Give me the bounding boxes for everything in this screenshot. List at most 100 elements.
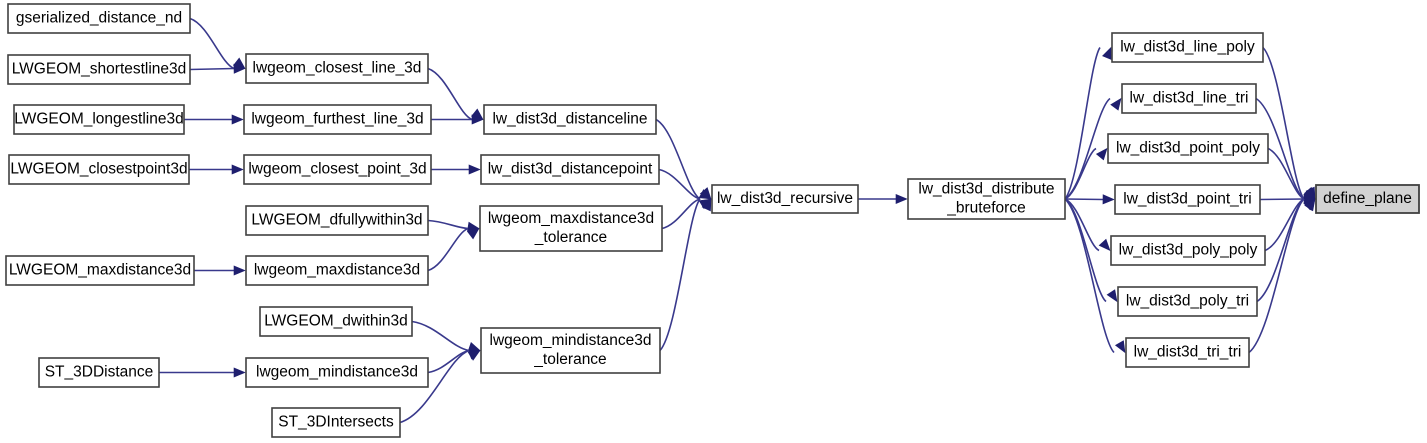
edge-lwgeom_closest_line_3d--lw_dist3d_distanceline <box>427 67 484 121</box>
edge-lwgeom_closest_point_3d--lw_dist3d_distancepoint <box>431 164 481 175</box>
node-lwgeom_furthest_line_3d[interactable]: lwgeom_furthest_line_3d <box>243 104 432 135</box>
node-box <box>711 184 859 214</box>
node-box <box>38 357 160 388</box>
node-label: LWGEOM_dwithin3d <box>264 313 408 330</box>
node-box <box>259 306 413 337</box>
node-lwgeom_closest_line_3d[interactable]: lwgeom_closest_line_3d <box>245 53 429 84</box>
node-lw_dist3d_distribute_bruteforce[interactable]: lw_dist3d_distribute _bruteforce <box>907 178 1066 220</box>
arrow-head-icon <box>698 189 712 200</box>
node-label: lwgeom_furthest_line_3d <box>251 111 423 128</box>
node-box <box>243 104 432 135</box>
edge-line <box>411 320 470 352</box>
node-box <box>271 407 401 438</box>
node-box <box>245 255 429 286</box>
node-box <box>1114 184 1261 215</box>
node-label: LWGEOM_longestline3d <box>14 111 183 128</box>
node-box <box>1111 32 1264 63</box>
node-label: lwgeom_closest_line_3d <box>253 60 422 77</box>
node-label: lw_dist3d_recursive <box>717 190 853 207</box>
edge-line <box>1267 147 1305 200</box>
node-lw_dist3d_line_tri[interactable]: lw_dist3d_line_tri <box>1121 83 1257 114</box>
edge-line <box>659 198 701 352</box>
node-lw_dist3d_distanceline[interactable]: lw_dist3d_distanceline <box>483 104 657 135</box>
arrow-head-icon <box>467 342 481 352</box>
node-label: ST_3DDistance <box>45 364 154 381</box>
node-gserialized_distance_nd[interactable]: gserialized_distance_nd <box>7 3 191 34</box>
node-lw_dist3d_point_poly[interactable]: lw_dist3d_point_poly <box>1107 133 1269 164</box>
node-label: LWGEOM_maxdistance3d <box>9 262 191 279</box>
node-LWGEOM_maxdistance3d[interactable]: LWGEOM_maxdistance3d <box>5 255 195 286</box>
node-lw_dist3d_point_tri[interactable]: lw_dist3d_point_tri <box>1114 184 1261 215</box>
arrow-head-icon <box>233 63 246 74</box>
arrow-head-icon <box>471 114 484 125</box>
node-label: lwgeom_maxdistance3d <box>488 210 654 227</box>
edge-ST_3DDistance--lwgeom_mindistance3d <box>159 367 246 378</box>
node-lw_dist3d_tri_tri[interactable]: lw_dist3d_tri_tri <box>1125 337 1250 368</box>
node-LWGEOM_longestline3d[interactable]: LWGEOM_longestline3d <box>13 104 185 135</box>
node-lwgeom_mindistance3d[interactable]: lwgeom_mindistance3d <box>245 357 429 388</box>
node-box <box>1110 235 1266 266</box>
node-lw_dist3d_line_poly[interactable]: lw_dist3d_line_poly <box>1111 32 1264 63</box>
edge-lwgeom_mindistance3d_tolerance--lw_dist3d_recursive <box>659 198 712 352</box>
node-box <box>245 205 429 236</box>
arrow-head-icon <box>1102 46 1112 60</box>
edge-LWGEOM_closestpoint3d--lwgeom_closest_point_3d <box>189 164 244 175</box>
arrow-head-icon <box>1114 340 1126 354</box>
node-label: _tolerance <box>534 229 607 246</box>
node-label: LWGEOM_closestpoint3d <box>10 161 187 178</box>
edge-lw_dist3d_distancepoint--lw_dist3d_recursive <box>658 168 712 200</box>
node-ST_3DIntersects[interactable]: ST_3DIntersects <box>271 407 401 438</box>
node-label: lw_dist3d_poly_tri <box>1126 293 1249 310</box>
edge-LWGEOM_maxdistance3d--lwgeom_maxdistance3d <box>194 265 246 276</box>
node-label: lw_dist3d_distancepoint <box>488 161 653 178</box>
node-label: _bruteforce <box>946 200 1025 217</box>
edge-lw_dist3d_distribute_bruteforce--lw_dist3d_point_poly <box>1064 147 1108 200</box>
node-LWGEOM_closestpoint3d[interactable]: LWGEOM_closestpoint3d <box>8 154 190 185</box>
edge-line <box>1064 198 1104 201</box>
edge-line <box>1248 198 1305 354</box>
node-box <box>480 154 660 185</box>
node-define_plane[interactable]: define_plane <box>1315 184 1420 214</box>
node-lwgeom_maxdistance3d[interactable]: lwgeom_maxdistance3d <box>245 255 429 286</box>
node-box <box>7 3 191 34</box>
node-box <box>480 327 661 374</box>
edge-lwgeom_maxdistance3d--lwgeom_maxdistance3d_tolerance <box>427 227 480 272</box>
node-box <box>243 154 432 185</box>
edge-line <box>427 219 469 230</box>
arrow-head-icon <box>233 265 246 276</box>
edge-lw_dist3d_distribute_bruteforce--lw_dist3d_line_poly <box>1064 46 1112 200</box>
node-box <box>245 53 429 84</box>
arrow-head-icon <box>1098 238 1111 252</box>
node-lw_dist3d_poly_tri[interactable]: lw_dist3d_poly_tri <box>1117 286 1258 317</box>
node-label: ST_3DIntersects <box>278 414 394 431</box>
node-lw_dist3d_poly_poly[interactable]: lw_dist3d_poly_poly <box>1110 235 1266 266</box>
node-box <box>483 104 657 135</box>
node-lw_dist3d_recursive[interactable]: lw_dist3d_recursive <box>711 184 859 214</box>
edge-gserialized_distance_nd--lwgeom_closest_line_3d <box>189 17 246 70</box>
node-box <box>907 178 1066 220</box>
node-box <box>245 357 429 388</box>
node-LWGEOM_dfullywithin3d[interactable]: LWGEOM_dfullywithin3d <box>245 205 429 236</box>
node-lwgeom_maxdistance3d_tolerance[interactable]: lwgeom_maxdistance3d _tolerance <box>479 205 663 252</box>
node-label: lw_dist3d_distribute <box>918 181 1054 198</box>
node-layer: gserialized_distance_ndLWGEOM_shortestli… <box>5 3 1420 438</box>
edge-line <box>1064 47 1101 200</box>
node-label: lw_dist3d_distanceline <box>492 111 647 128</box>
node-label: lwgeom_mindistance3d <box>256 364 418 381</box>
edge-LWGEOM_longestline3d--lwgeom_furthest_line_3d <box>184 114 244 125</box>
node-LWGEOM_dwithin3d[interactable]: LWGEOM_dwithin3d <box>259 306 413 337</box>
node-lwgeom_closest_point_3d[interactable]: lwgeom_closest_point_3d <box>243 154 432 185</box>
node-label: gserialized_distance_nd <box>16 10 182 27</box>
edge-lwgeom_maxdistance3d_tolerance--lw_dist3d_recursive <box>661 198 712 230</box>
arrow-head-icon <box>231 114 244 125</box>
edge-line <box>1064 198 1115 354</box>
node-lw_dist3d_distancepoint[interactable]: lw_dist3d_distancepoint <box>480 154 660 185</box>
node-ST_3DDistance[interactable]: ST_3DDistance <box>38 357 160 388</box>
node-box <box>1125 337 1250 368</box>
node-LWGEOM_shortestline3d[interactable]: LWGEOM_shortestline3d <box>7 54 191 85</box>
node-lwgeom_mindistance3d_tolerance[interactable]: lwgeom_mindistance3d_tolerance <box>480 327 661 374</box>
arrow-head-icon <box>1304 198 1316 212</box>
node-label: lwgeom_closest_point_3d <box>248 161 426 178</box>
edge-line <box>1262 46 1305 200</box>
edge-line <box>661 198 701 230</box>
